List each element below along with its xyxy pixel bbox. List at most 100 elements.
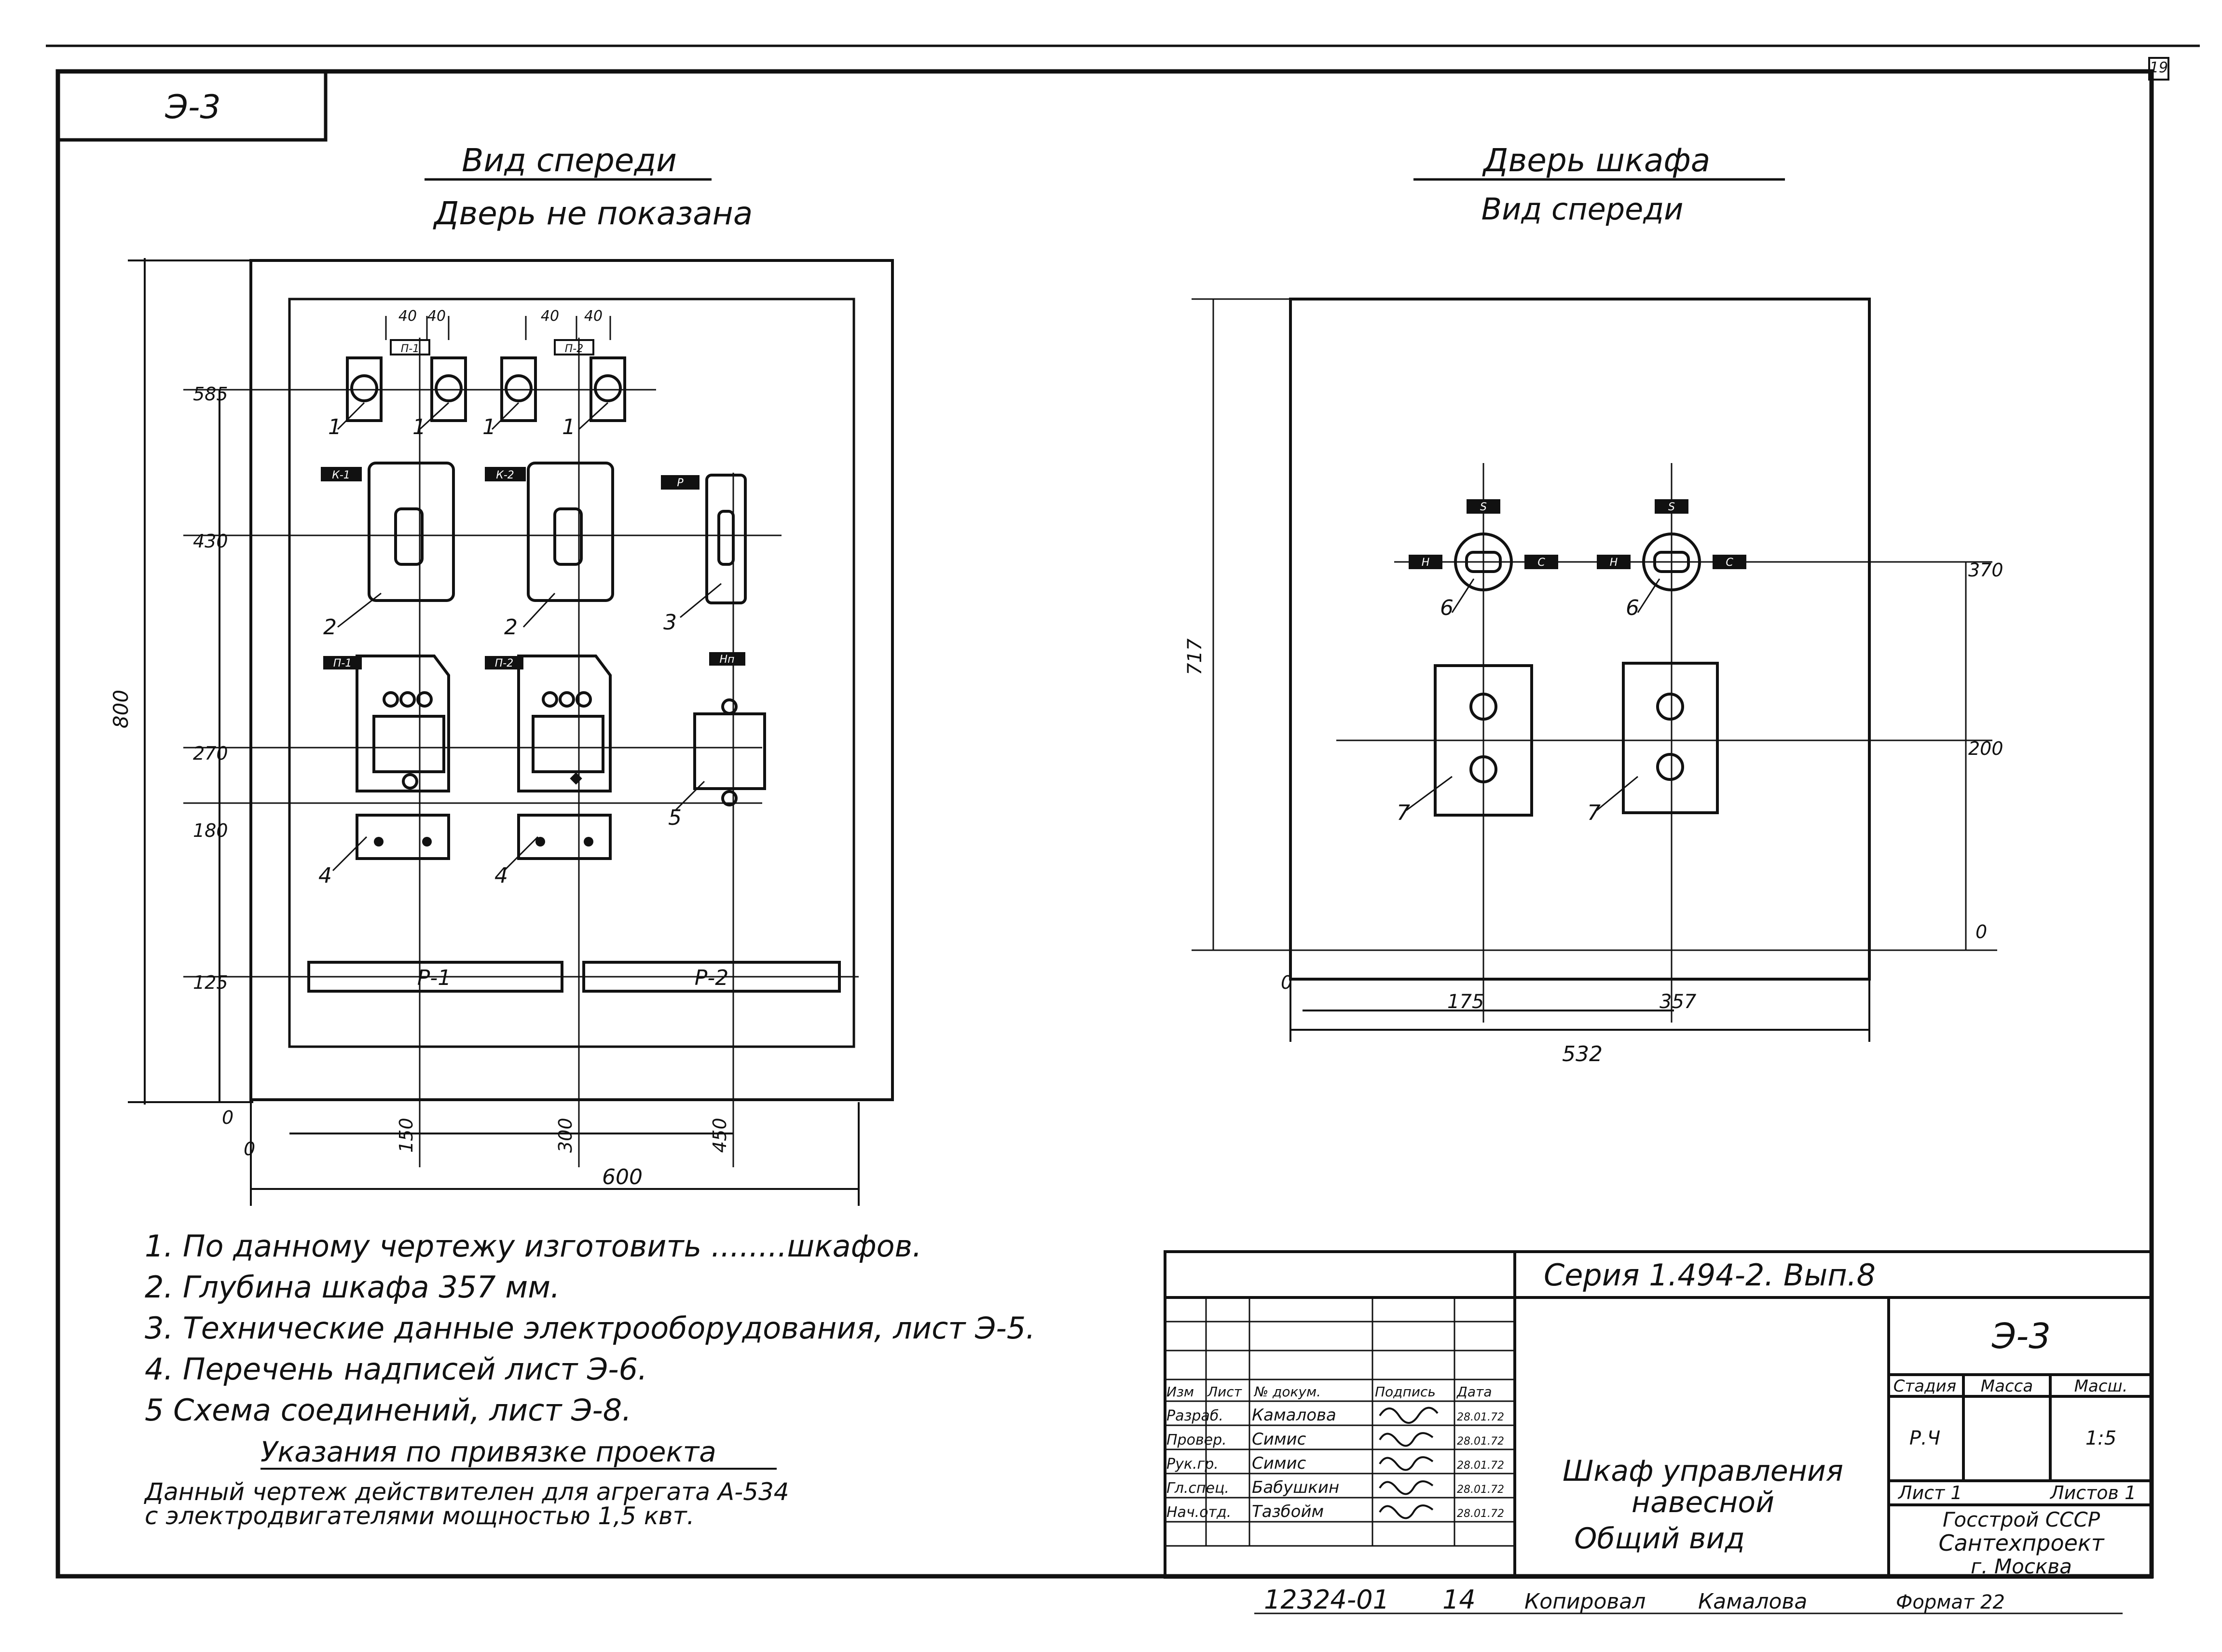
tb-person-5: Тазбойм [1252, 1502, 1324, 1521]
tb-head-izm: Изм [1166, 1384, 1194, 1400]
note-4: 4. Перечень надписей лист Э-6. [145, 1352, 647, 1387]
starter-2 [517, 655, 612, 792]
terminal-strip-2 [582, 961, 841, 993]
switch-1 [1454, 532, 1513, 591]
top-dim-1: 40 [398, 308, 417, 325]
tb-stage: Р.Ч [1909, 1427, 1940, 1449]
tb-name-3: Общий вид [1574, 1522, 1745, 1556]
tb-sheets: Листов 1 [2049, 1482, 2136, 1503]
tb-role-3: Рук.гр. [1166, 1456, 1219, 1473]
door-tag-c1: С [1537, 557, 1545, 569]
breaker-2 [430, 356, 467, 422]
tb-date-3: 28.01.72 [1457, 1460, 1504, 1472]
dim-270: 270 [193, 743, 228, 764]
note-5: 5 Схема соединений, лист Э-8. [145, 1393, 631, 1428]
tb-sheet: Лист 1 [1897, 1482, 1962, 1503]
dim-h0: 0 [244, 1138, 255, 1160]
door-tag-h2: H [1610, 557, 1618, 569]
tag-k2: К-2 [496, 469, 514, 481]
door-callout-7a: 7 [1397, 801, 1410, 825]
mounting-plate [288, 298, 855, 1048]
tb-date-4: 28.01.72 [1457, 1484, 1504, 1496]
starter-1 [356, 655, 450, 792]
door-view: Дверь шкафа Вид спереди [1184, 142, 2003, 1066]
tag-pu1: П-1 [333, 657, 352, 669]
breaker-1 [346, 356, 383, 422]
tb-person-4: Бабушкин [1252, 1478, 1339, 1497]
tb-head-date: Дата [1456, 1384, 1492, 1400]
push-button-2 [517, 814, 612, 860]
tag-ps2: П-2 [565, 343, 583, 355]
dim-width-600: 600 [602, 1165, 643, 1189]
tb-org-2: Сантехпроект [1938, 1530, 2104, 1556]
binding-line-1: Данный чертеж действителен для агрегата … [144, 1478, 789, 1506]
door-tag-s2: S [1668, 501, 1675, 513]
tb-date-2: 28.01.72 [1457, 1435, 1504, 1447]
door-tag-c2: С [1726, 557, 1733, 569]
breaker-4 [590, 356, 626, 422]
tb-date-1: 28.01.72 [1457, 1411, 1504, 1423]
dim-450: 450 [709, 1118, 730, 1153]
format-label: Формат 22 [1896, 1591, 2005, 1613]
door-view-title: Дверь шкафа [1482, 142, 1710, 179]
callout-2a: 2 [323, 615, 337, 640]
dim-150: 150 [396, 1118, 417, 1153]
tb-date-5: 28.01.72 [1457, 1508, 1504, 1520]
door-dim-357: 357 [1660, 991, 1697, 1013]
notes: 1. По данному чертежу изготовить .......… [144, 1229, 1035, 1530]
door-tag-h1: H [1422, 557, 1430, 569]
door-callout-7b: 7 [1587, 801, 1601, 825]
front-view: Вид спереди Дверь не показана [109, 142, 894, 1206]
front-view-subtitle: Дверь не показана [433, 195, 753, 232]
terminal-strip-1 [307, 961, 563, 993]
button-box-1 [1434, 664, 1533, 817]
note-1: 1. По данному чертежу изготовить .......… [145, 1229, 922, 1264]
corner-code-box [56, 69, 328, 142]
tb-role-5: Нач.отд. [1166, 1504, 1231, 1521]
door-view-subtitle: Вид спереди [1481, 191, 1684, 227]
dim-300: 300 [555, 1118, 576, 1153]
tb-col-mass: Масса [1981, 1377, 2033, 1396]
callout-1d: 1 [562, 415, 576, 439]
tag-pu2: П-2 [495, 657, 513, 669]
binding-line-2: с электродвигателями мощностью 1,5 квт. [145, 1502, 695, 1530]
door-dim-200: 200 [1968, 738, 2003, 759]
drawing-border [55, 69, 2154, 1579]
tb-name-1: Шкаф управления [1563, 1454, 1843, 1488]
tb-person-2: Симис [1252, 1430, 1306, 1449]
strip-label-1: Р-1 [417, 966, 451, 990]
relay [705, 474, 747, 604]
note-2: 2. Глубина шкафа 357 мм. [145, 1270, 560, 1305]
door-tag-s1: S [1480, 501, 1487, 513]
terminal-block [693, 712, 766, 790]
door-dim-h0: 0 [1281, 972, 1292, 993]
tb-head-sign: Подпись [1375, 1384, 1436, 1400]
door-dim-717: 717 [1184, 638, 1206, 675]
tb-name-2: навесной [1632, 1486, 1774, 1519]
sheet-number: 19 [2150, 59, 2168, 76]
top-dim-2: 40 [427, 308, 446, 325]
dim-125: 125 [193, 972, 228, 993]
tb-role-4: Гл.спец. [1166, 1480, 1229, 1497]
tb-person-3: Симис [1252, 1454, 1306, 1473]
door-outline [1289, 298, 1871, 981]
tb-head-doc: № докум. [1253, 1384, 1321, 1400]
binding-title: Указания по привязке проекта [261, 1435, 716, 1468]
tag-hp: Нп [720, 654, 735, 666]
callout-1b: 1 [412, 415, 426, 439]
switch-2 [1642, 532, 1701, 591]
front-view-title: Вид спереди [462, 142, 677, 179]
note-3: 3. Технические данные электрооборудовани… [145, 1311, 1035, 1346]
callout-1c: 1 [482, 415, 496, 439]
series: Серия 1.494-2. Вып.8 [1544, 1257, 1876, 1293]
dim-180: 180 [193, 820, 228, 841]
tb-role-2: Провер. [1166, 1432, 1227, 1448]
dim-total-height: 800 [109, 690, 133, 728]
signatures [1379, 1406, 1439, 1519]
tb-col-scale: Масш. [2074, 1377, 2128, 1396]
top-dim-4: 40 [584, 308, 603, 325]
tb-col-stage: Стадия [1893, 1377, 1956, 1396]
sheet-number-box [2148, 57, 2169, 81]
dim-585: 585 [193, 383, 228, 405]
button-box-2 [1622, 662, 1719, 814]
